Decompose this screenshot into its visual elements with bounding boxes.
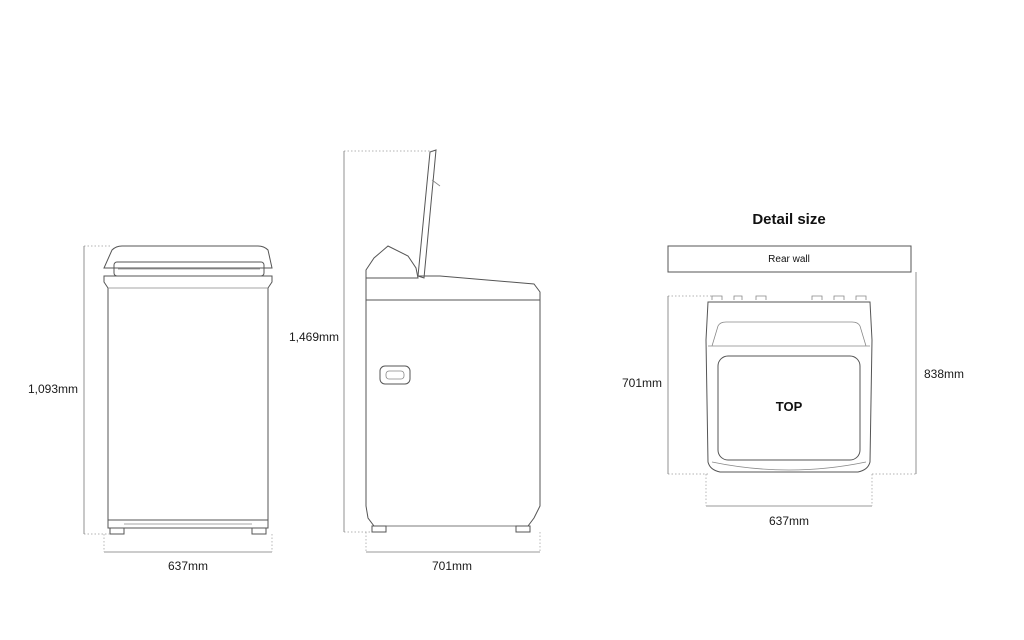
side-foot-rear: [515, 525, 531, 533]
front-view: 1,093mm 637mm: [28, 245, 273, 573]
side-top-deck: [365, 275, 541, 301]
rear-wall-box: [667, 245, 912, 273]
side-open-lid: [417, 149, 437, 279]
front-body: [103, 275, 273, 521]
right-depth-label: 838mm: [924, 367, 964, 381]
side-handle: [379, 365, 411, 385]
front-foot-right: [251, 527, 267, 535]
top-view-lid: [717, 355, 861, 461]
side-rear-panel: [365, 245, 419, 279]
top-view-shell: [705, 301, 873, 473]
top-view: TOP: [705, 295, 873, 473]
front-lid: [103, 245, 273, 269]
detail-size: Detail size Rear wall TOP: [622, 211, 964, 528]
front-base: [107, 519, 269, 529]
left-depth-label: 701mm: [622, 376, 662, 390]
front-height-label: 1,093mm: [28, 382, 78, 396]
rear-wall-label: Rear wall: [768, 254, 810, 265]
side-body: [365, 299, 541, 527]
side-height-label: 1,469mm: [289, 330, 339, 344]
side-view: 1,469mm 701mm: [289, 149, 541, 573]
side-foot-front: [371, 525, 387, 533]
top-label: TOP: [776, 399, 803, 414]
detail-title: Detail size: [752, 211, 825, 228]
side-depth-label: 701mm: [432, 559, 472, 573]
front-foot-left: [109, 527, 125, 535]
front-width-label: 637mm: [168, 559, 208, 573]
detail-width-label: 637mm: [769, 514, 809, 528]
